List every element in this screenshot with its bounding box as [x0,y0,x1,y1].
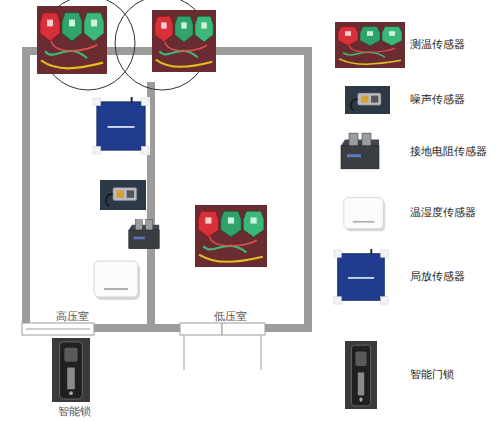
legend-label: 局放传感器 [410,270,465,284]
wall [94,324,180,332]
legend-label: 噪声传感器 [410,93,465,107]
temperature-sensor-photo [195,205,267,267]
legend-label: 温湿度传感器 [410,206,476,220]
wall [265,324,308,332]
partial-discharge-sensor-photo [92,97,150,155]
legend-smart-lock-icon [345,341,377,409]
wall [22,51,30,324]
legend-label: 测温传感器 [410,38,465,52]
legend-label: 接地电阻传感器 [410,145,487,159]
door-leaf [261,335,262,370]
temperature-sensor-photo [152,10,216,72]
door-leaf [184,335,185,370]
device-label: 智能锁 [58,405,91,418]
walls [26,51,308,328]
legend-label: 智能门锁 [410,368,454,382]
noise-sensor-photo [100,180,146,210]
legend-ground-icon [341,133,379,169]
wall [304,51,312,328]
legend-partial-discharge-icon [333,249,389,305]
legend-noise-icon [345,86,390,114]
room-area: 低压室 [155,51,306,328]
door-frame [222,323,265,335]
legend-temperature-humidity-icon [344,198,385,232]
temperature-sensor-photo [37,6,107,74]
temperature-humidity-sensor-photo [94,261,140,300]
room-name: 高压室 [56,310,89,323]
door-frame [180,323,222,335]
legend-temperature-icon [335,22,405,68]
ground-resistance-sensor-photo [129,220,159,249]
smart-lock-photo [52,338,90,402]
door-frame [22,323,94,335]
room-name: 低压室 [214,310,247,323]
door-leaf [26,329,90,330]
room-area: 高压室 [26,51,151,328]
